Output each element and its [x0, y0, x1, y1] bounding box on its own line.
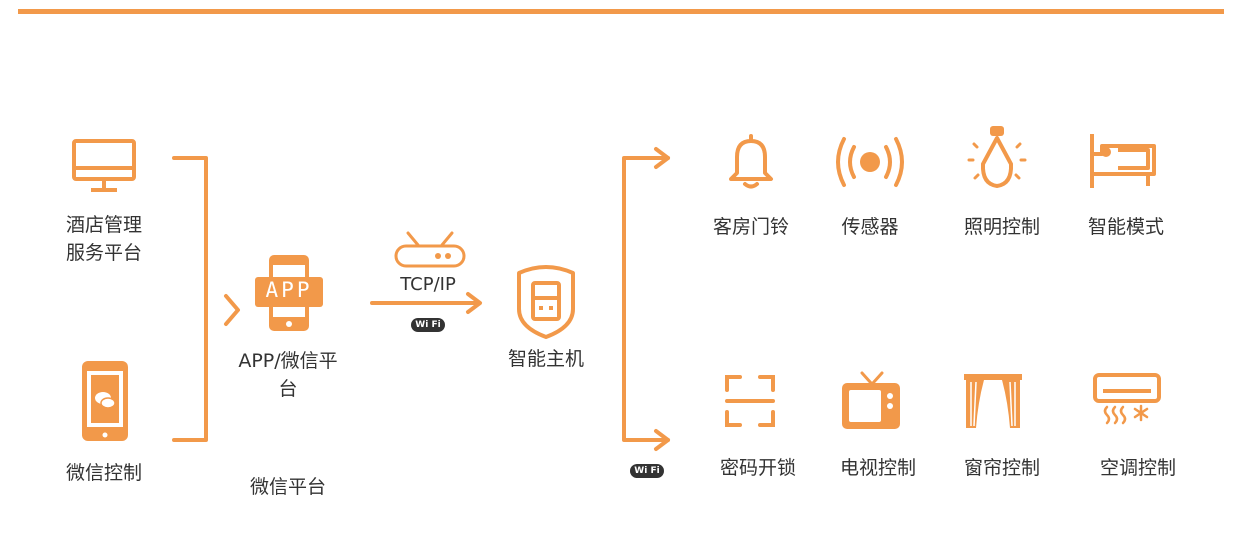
wechat-platform-label: 微信平台 — [249, 476, 326, 498]
scan-lock-icon — [724, 374, 776, 432]
app-label-line1: APP/微信平 — [238, 350, 338, 372]
wifi-badge-top: Wi Fi — [411, 318, 445, 332]
app-phone-icon — [251, 255, 327, 335]
source-hotel-line2: 服务平台 — [65, 242, 142, 264]
source-hotel-line1: 酒店管理 — [65, 214, 142, 236]
smartphone-wechat-icon — [82, 361, 128, 445]
monitor-icon — [71, 138, 137, 198]
light-bulb-icon — [966, 124, 1028, 198]
app-icon-text: APP — [265, 278, 313, 302]
right-bracket — [622, 156, 670, 442]
device-password-lock-label: 密码开锁 — [719, 457, 796, 479]
tv-icon — [838, 371, 904, 437]
device-curtain-label: 窗帘控制 — [963, 457, 1040, 479]
right-arrow-bottom-head — [654, 429, 670, 451]
device-doorbell-label: 客房门铃 — [712, 216, 789, 238]
device-lighting-label: 照明控制 — [963, 216, 1040, 238]
top-accent-bar — [18, 9, 1224, 14]
sensor-icon — [834, 133, 906, 195]
smart-host-icon — [513, 263, 579, 345]
wifi-badge-bottom: Wi Fi — [630, 464, 664, 478]
host-label: 智能主机 — [507, 348, 584, 370]
right-arrow-top-head — [654, 147, 670, 169]
device-smart-mode-label: 智能模式 — [1087, 216, 1164, 238]
bracket-arrow — [224, 294, 240, 326]
air-conditioner-icon — [1093, 373, 1161, 431]
app-label-line2: 台 — [278, 378, 298, 400]
source-wechat-label: 微信控制 — [65, 462, 142, 484]
left-bracket — [172, 156, 208, 442]
router-icon — [392, 230, 468, 276]
bell-icon — [725, 131, 777, 195]
device-tv-label: 电视控制 — [839, 457, 916, 479]
bed-icon — [1088, 130, 1160, 194]
device-air-conditioner-label: 空调控制 — [1099, 457, 1176, 479]
protocol-label: TCP/IP — [400, 274, 456, 295]
arrow-to-host-head — [466, 292, 482, 314]
device-sensor-label: 传感器 — [841, 216, 899, 238]
curtain-icon — [962, 372, 1024, 434]
